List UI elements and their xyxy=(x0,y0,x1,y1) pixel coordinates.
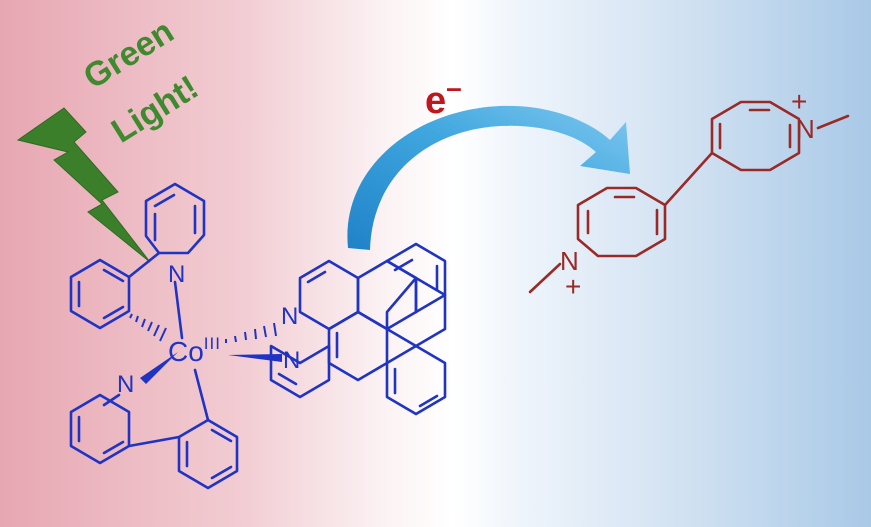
azaperylene-ligand xyxy=(269,242,447,416)
ligand-n-lower: N xyxy=(283,347,301,374)
wedge-bond-co-n-lower xyxy=(228,354,282,362)
hashed-bond-co-phenyl xyxy=(129,313,167,342)
hashed-bond-co-n-upper xyxy=(225,322,277,343)
viologen-n-left: N xyxy=(560,246,579,276)
metal-symbol: Co xyxy=(168,336,204,367)
viologen-right-ring xyxy=(710,100,801,172)
viologen-n-right: N xyxy=(796,114,815,144)
top-pyridine-ring xyxy=(144,182,206,255)
viologen-left-ring xyxy=(576,186,667,258)
oxidation-state: III xyxy=(203,334,221,353)
lightning-bolt-icon xyxy=(16,107,151,263)
complex-n-bottom: N xyxy=(117,371,135,398)
bottom-pyridine-ring xyxy=(69,393,131,465)
complex-metal-label: CoIII xyxy=(168,335,221,367)
methyl-viologen xyxy=(528,100,850,294)
viologen-charge-left: + xyxy=(565,271,582,302)
electron-label: e– xyxy=(425,72,462,123)
complex-n-top: N xyxy=(168,261,186,288)
ligand-n-upper: N xyxy=(281,303,299,330)
electron-charge: – xyxy=(446,72,462,103)
wedge-bond-co-n xyxy=(140,352,178,384)
electron-symbol: e xyxy=(425,80,447,122)
cobalt-complex xyxy=(69,182,239,490)
electron-transfer-arrow xyxy=(347,105,630,251)
viologen-charge-right: + xyxy=(791,86,808,117)
